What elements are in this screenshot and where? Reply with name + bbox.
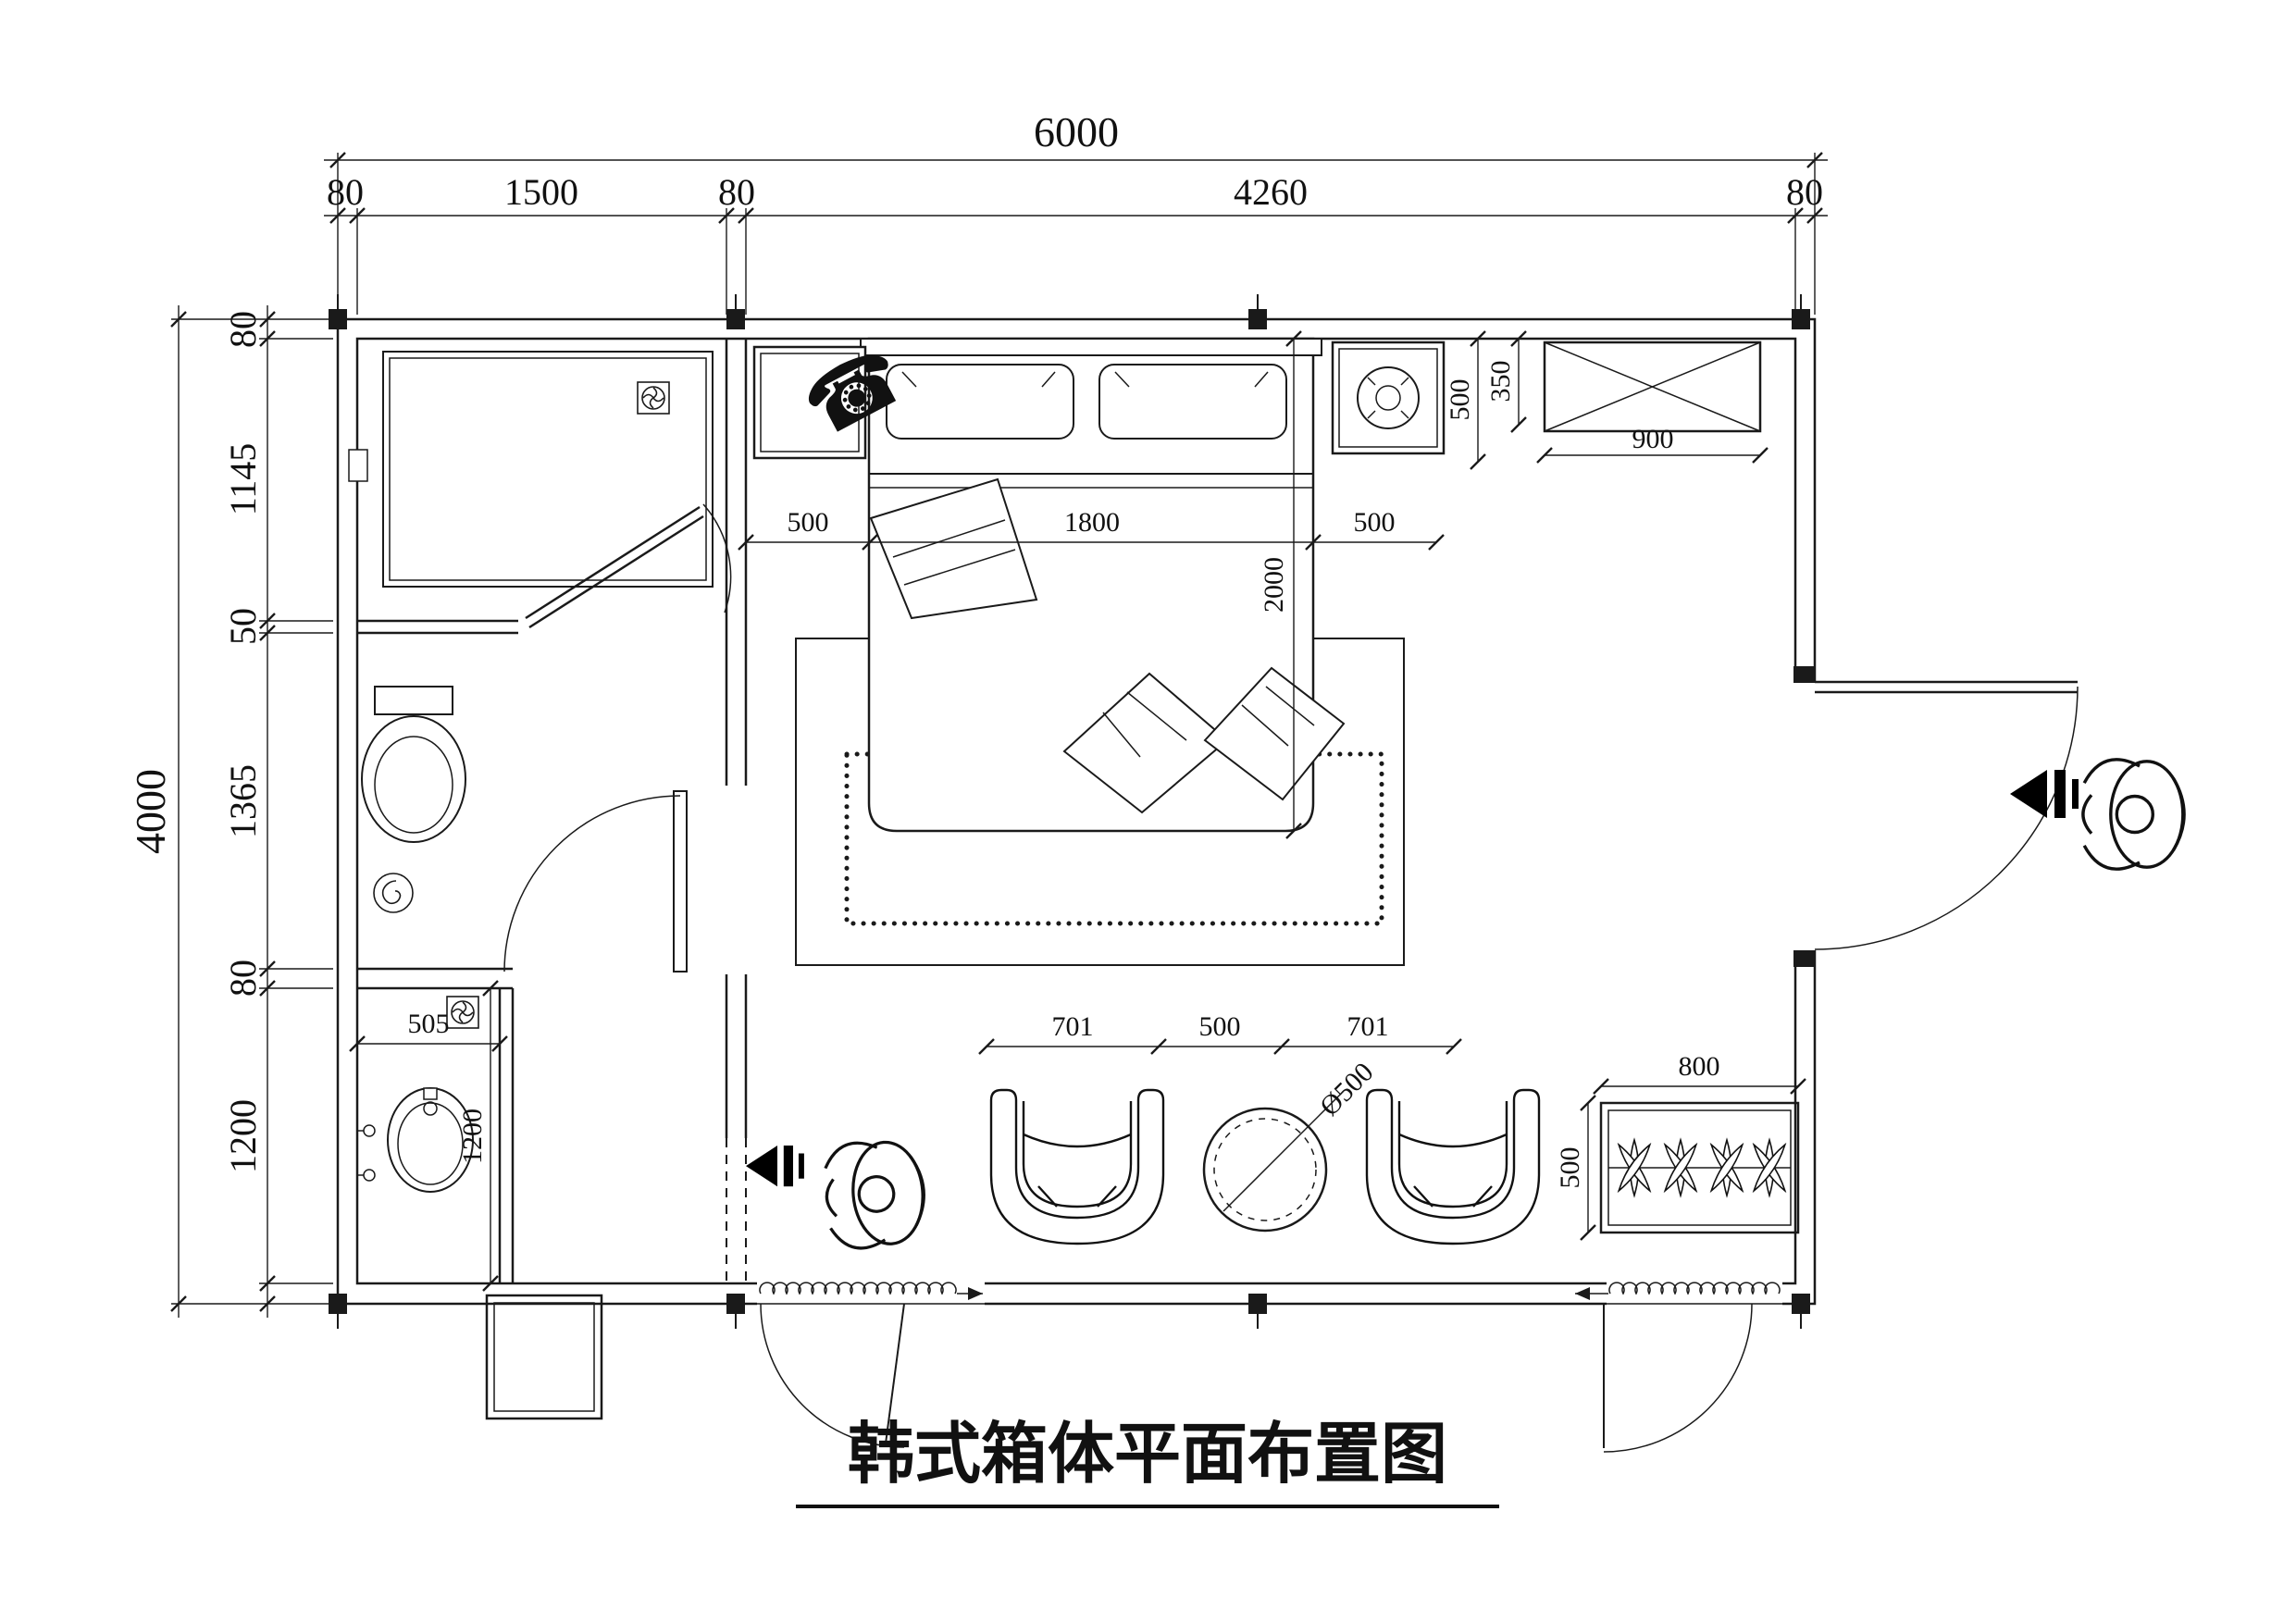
entry-step	[485, 1294, 603, 1420]
bathroom-door	[503, 786, 748, 974]
lamp-icon	[1357, 366, 1420, 429]
floor-drain-icon	[446, 996, 479, 1029]
toilet	[361, 686, 466, 843]
faucet-icon	[423, 1087, 438, 1100]
dim-left-shower: 1145	[222, 443, 264, 516]
headboard	[860, 338, 1322, 356]
dim-top-bath: 1500	[504, 171, 578, 213]
folded-sheet	[869, 477, 1038, 620]
tap-handle-icon	[363, 1124, 376, 1137]
dim-total-width: 6000	[1034, 108, 1119, 155]
nightstand-right	[1331, 341, 1446, 455]
dim-bed-width: 1800	[1064, 507, 1120, 538]
shower-mixer	[348, 449, 368, 482]
dim-left-wall-top: 80	[222, 311, 264, 348]
dim-cabinet-width: 900	[1632, 424, 1674, 454]
tap-handle-icon	[363, 1169, 376, 1182]
dim-vanity-width: 505	[408, 1009, 450, 1039]
dim-left-vanity: 1200	[222, 1099, 264, 1173]
dim-top-bedroom: 4260	[1234, 171, 1308, 213]
dim-top-wall-mid: 80	[718, 171, 755, 213]
dim-chair-right: 701	[1347, 1011, 1389, 1042]
dim-cabinet-offset: 350	[1485, 361, 1516, 403]
corner-posts	[329, 294, 1810, 1329]
right-door-opening	[1793, 683, 1818, 950]
dim-bed-length: 2000	[1259, 557, 1289, 613]
sink-basin	[357, 1087, 474, 1193]
dim-planter-depth: 500	[1555, 1147, 1585, 1189]
dim-left-toilet: 1365	[222, 764, 264, 838]
armchair-left	[989, 1088, 1165, 1245]
dim-top-wall-right: 80	[1786, 171, 1823, 213]
floor-drain-icon	[373, 873, 414, 913]
armchair-right	[1365, 1088, 1541, 1245]
shower-door	[525, 503, 732, 629]
person-figure-right	[2081, 758, 2186, 871]
throw-pillows	[1062, 666, 1346, 814]
bathroom	[348, 351, 748, 1193]
dim-bed-offset-left: 500	[788, 507, 829, 538]
luggage-cabinet	[1543, 341, 1762, 433]
folding-door-bottom-right	[1575, 1282, 1781, 1453]
person-figure-bottom	[820, 1135, 930, 1253]
dim-total-height: 4000	[127, 769, 174, 854]
folding-door-bottom-left	[759, 1282, 983, 1448]
dim-chair-left: 701	[1052, 1011, 1094, 1042]
dim-vanity-depth: 1200	[457, 1109, 488, 1164]
dim-top-wall-left: 80	[327, 171, 364, 213]
pillow	[886, 364, 1074, 440]
drawing-title: 韩式箱体平面布置图	[848, 1415, 1447, 1493]
dim-left-gap: 50	[222, 608, 264, 645]
floor-drain-icon	[637, 381, 670, 415]
entry-arrow-bottom-icon	[746, 1146, 804, 1187]
dim-nightstand-depth: 500	[1445, 379, 1475, 421]
bottom-left-opening	[757, 1281, 985, 1306]
pillow	[1098, 364, 1287, 440]
dim-bed-offset-right: 500	[1354, 507, 1396, 538]
dim-table-zone: 500	[1199, 1011, 1241, 1042]
entry-door-right	[1793, 666, 2079, 967]
bottom-right-opening	[1607, 1281, 1782, 1306]
entry-arrow-right-icon	[2010, 770, 2079, 818]
dim-planter-width: 800	[1679, 1051, 1720, 1082]
dim-left-wall-mid: 80	[222, 960, 264, 997]
shower-enclosure	[348, 351, 732, 629]
planter	[1599, 1101, 1800, 1234]
round-table	[1202, 1090, 1345, 1233]
